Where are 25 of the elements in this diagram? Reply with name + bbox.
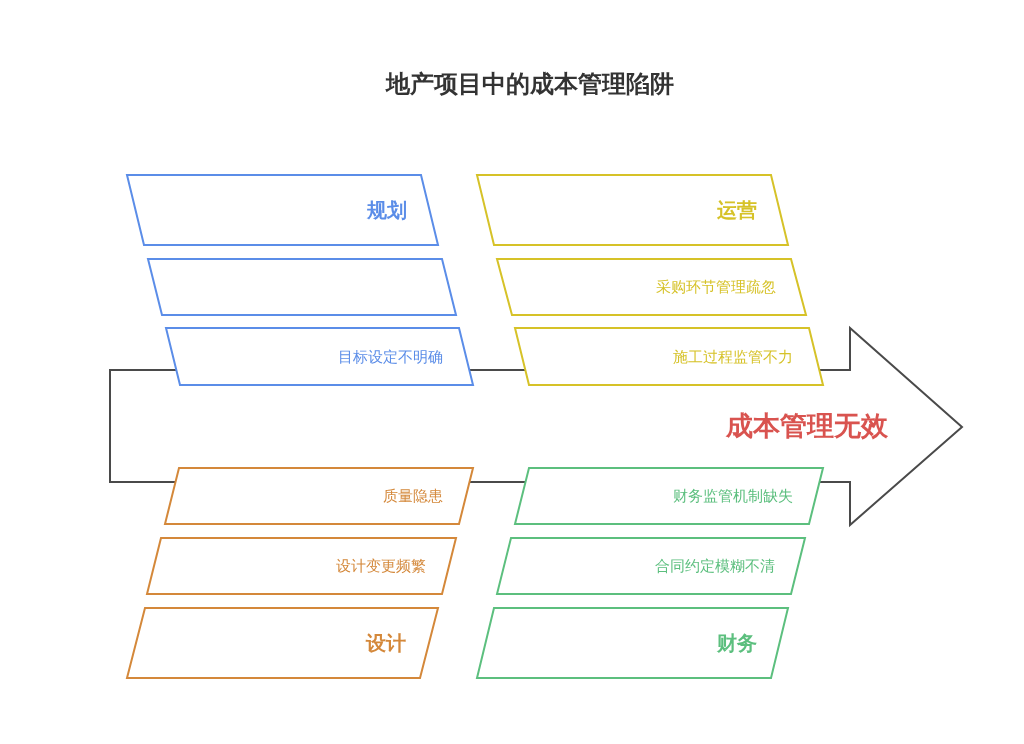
effect-label: 成本管理无效 — [726, 409, 888, 443]
cause-box — [497, 538, 805, 594]
cause-box — [165, 468, 473, 524]
category-label: 设计 — [366, 630, 406, 657]
cause-box — [515, 328, 823, 385]
category-label: 规划 — [366, 197, 407, 224]
category-label: 运营 — [716, 197, 757, 224]
cause-box — [148, 259, 456, 315]
category-label: 财务 — [716, 630, 757, 657]
cause-label: 采购环节管理疏忽 — [655, 277, 776, 298]
cause-label: 质量隐患 — [383, 486, 443, 507]
cause-label: 目标设定不明确 — [338, 346, 443, 368]
cause-box — [497, 259, 806, 315]
cause-label: 施工过程监管不力 — [673, 346, 793, 368]
cause-label: 设计变更频繁 — [336, 556, 426, 577]
cause-label: 合同约定模糊不清 — [655, 556, 775, 577]
cause-box — [515, 468, 823, 524]
cause-box — [147, 538, 456, 594]
category-box — [127, 608, 438, 678]
category-box — [477, 608, 788, 678]
cause-label: 财务监管机制缺失 — [673, 486, 793, 507]
cause-box — [166, 328, 473, 385]
title: 地产项目中的成本管理陷阱 — [384, 69, 675, 100]
category-box — [127, 175, 438, 245]
category-box — [477, 175, 788, 245]
